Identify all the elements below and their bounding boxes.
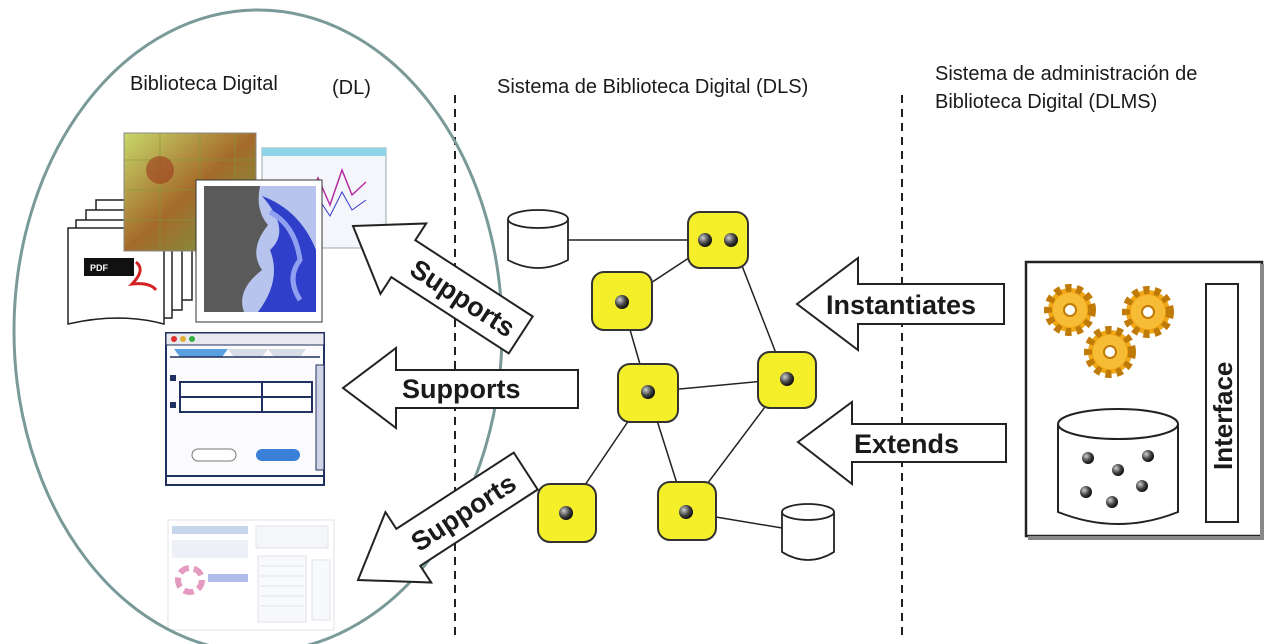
- network-node: [591, 271, 653, 331]
- database-icon-dlms: [1057, 408, 1179, 525]
- network-node: [537, 483, 597, 543]
- instantiates-label: Instantiates: [826, 290, 976, 320]
- gear-icon: [1084, 326, 1136, 378]
- header-dls: Sistema de Biblioteca Digital (DLS): [497, 76, 808, 98]
- extends-label: Extends: [854, 429, 959, 459]
- svg-text:PDF: PDF: [90, 263, 109, 273]
- header-dlms-line1: Sistema de administración de: [935, 63, 1197, 85]
- extends-arrow: Extends: [796, 400, 1007, 487]
- form-window-illustration: [165, 332, 325, 486]
- database-icon-bottom: [781, 503, 835, 561]
- supports-middle-label: Supports: [402, 374, 521, 404]
- gear-icon: [1122, 286, 1174, 338]
- report-thumbnail: [167, 519, 335, 631]
- network-node: [687, 211, 749, 269]
- gear-icon: [1044, 284, 1096, 336]
- dlms-box: Interface: [1024, 260, 1264, 540]
- pdf-icon: [84, 258, 134, 276]
- database-icon-top: [507, 209, 569, 269]
- interface-box: [1205, 283, 1239, 523]
- header-dl-abbr: (DL): [332, 77, 371, 99]
- header-dl: Biblioteca Digital: [130, 73, 278, 95]
- document-stack-illustration: PDF: [67, 132, 387, 325]
- interface-label: Interface: [1208, 362, 1238, 470]
- network-node: [657, 481, 717, 541]
- network-node: [617, 363, 679, 423]
- network-node: [757, 351, 817, 409]
- supports-arrow-bottom: Supports: [356, 451, 540, 584]
- instantiates-arrow: Instantiates: [795, 255, 1005, 353]
- header-dlms-line2: Biblioteca Digital (DLMS): [935, 91, 1157, 113]
- supports-arrow-middle: Supports: [341, 345, 579, 431]
